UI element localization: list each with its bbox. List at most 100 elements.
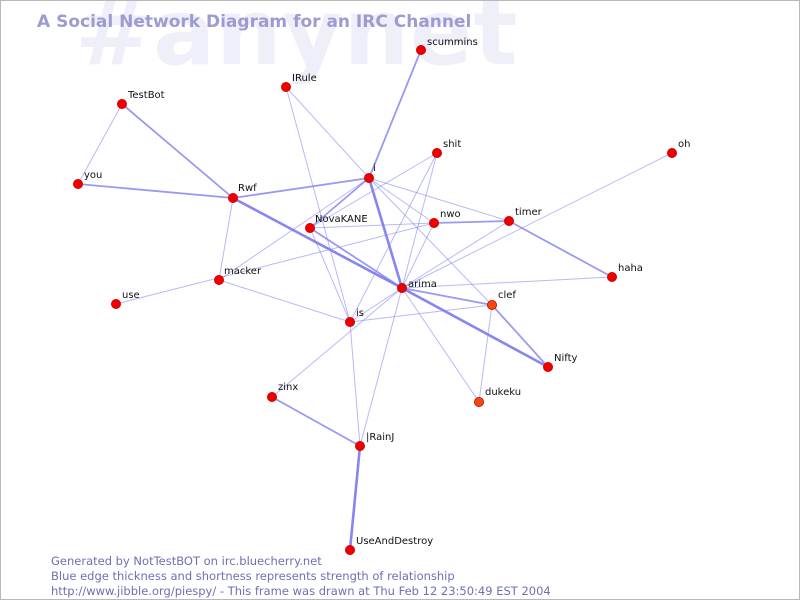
node-nifty: Nifty — [543, 353, 578, 372]
node-i: i — [363, 163, 376, 183]
edge-you-rwf — [77, 183, 234, 199]
node-label: TestBot — [127, 90, 165, 101]
node-timer: timer — [503, 207, 543, 226]
edge-shit-arima — [401, 152, 438, 289]
diagram-title: A Social Network Diagram for an IRC Chan… — [37, 12, 472, 32]
edge-rwf-i — [232, 177, 370, 199]
edge-novakane-arima — [309, 227, 403, 289]
node-label: clef — [498, 290, 516, 301]
edge-shit-novakane — [309, 152, 438, 229]
node-label: scummins — [427, 37, 478, 48]
node-dot — [431, 147, 442, 158]
edge-timer-arima — [401, 220, 510, 289]
node-arima: arima — [396, 279, 437, 293]
node-dot — [396, 282, 407, 293]
edge-layer — [77, 49, 673, 552]
node-dukeku: dukeku — [473, 387, 521, 407]
node-you: you — [73, 170, 102, 189]
node-dot — [473, 396, 484, 407]
node-haha: haha — [607, 263, 643, 282]
node-label: NovaKANE — [315, 214, 368, 225]
node-scummins: scummins — [415, 37, 478, 56]
channel-watermark: #anynet — [75, 0, 519, 86]
node-dot — [607, 271, 618, 282]
edge-shit-is — [349, 152, 438, 323]
node-dot — [266, 391, 277, 402]
footer: Generated by NotTestBOT on irc.bluecherr… — [51, 554, 551, 599]
node-dot — [344, 316, 355, 327]
node-dot — [363, 172, 374, 183]
node-dot — [213, 274, 224, 285]
edge-nwo-timer — [433, 220, 510, 224]
edge-rainj-useanddestroy — [348, 444, 362, 552]
node-label: i — [373, 163, 376, 174]
edge-arima-haha — [401, 276, 613, 289]
edge-arima-rainj — [359, 287, 403, 447]
edge-clef-dukeku — [478, 304, 493, 403]
node-nwo: nwo — [428, 209, 461, 228]
node-use: use — [111, 290, 140, 309]
edge-timer-haha — [508, 220, 613, 278]
edge-novakane-nwo — [309, 222, 435, 229]
node-label: UseAndDestroy — [356, 536, 433, 547]
node-macker: macker — [213, 266, 262, 285]
edge-zinx-rainj — [271, 396, 361, 447]
edge-arima-is — [349, 287, 403, 323]
node-clef: clef — [486, 290, 516, 310]
node-label: zinx — [278, 382, 298, 393]
footer-legend: Blue edge thickness and shortness repres… — [51, 569, 455, 583]
node-label: arima — [408, 279, 437, 290]
node-label: you — [84, 170, 102, 181]
node-rainj: |RainJ — [354, 432, 394, 451]
edge-macker-is — [218, 279, 351, 323]
node-label: macker — [224, 266, 262, 277]
node-dot — [117, 99, 128, 110]
node-label: oh — [678, 139, 690, 150]
node-dot — [667, 147, 678, 158]
node-rwf: Rwf — [227, 183, 257, 203]
edge-irule-is — [285, 86, 351, 323]
edge-testbot-rwf — [121, 103, 234, 199]
node-dot — [503, 215, 514, 226]
edge-i-nwo — [368, 177, 435, 224]
edge-rwf-macker — [218, 197, 234, 281]
node-label: use — [122, 290, 140, 301]
node-dot — [543, 361, 554, 372]
node-dot — [227, 192, 238, 203]
node-novakane: NovaKANE — [304, 214, 368, 233]
node-is: is — [344, 308, 364, 327]
node-testbot: TestBot — [117, 90, 165, 110]
node-label: dukeku — [485, 387, 521, 398]
edge-rwf-arima — [231, 196, 404, 290]
edge-i-clef — [368, 177, 493, 306]
node-dot — [280, 82, 291, 93]
node-dot — [486, 299, 497, 310]
edge-i-novakane — [309, 177, 370, 229]
node-dot — [415, 45, 426, 56]
node-dot — [344, 545, 355, 556]
edge-arima-zinx — [271, 287, 403, 398]
node-shit: shit — [431, 139, 461, 158]
edge-irule-i — [285, 86, 370, 179]
node-dot — [428, 217, 439, 228]
node-label: haha — [618, 263, 643, 274]
node-zinx: zinx — [266, 382, 298, 402]
edge-i-timer — [368, 177, 510, 222]
node-label: |RainJ — [366, 432, 394, 443]
edge-clef-nifty — [491, 304, 549, 368]
footer-generated-by: Generated by NotTestBOT on irc.bluecherr… — [51, 554, 322, 568]
edge-i-macker — [218, 177, 370, 281]
edge-testbot-you — [77, 103, 123, 185]
edge-arima-nifty — [400, 286, 550, 369]
edge-nwo-use — [115, 222, 435, 305]
node-label: shit — [443, 139, 461, 150]
edge-is-rainj — [349, 321, 361, 447]
node-label: Rwf — [238, 183, 257, 194]
node-dot — [111, 298, 122, 309]
node-irule: IRule — [280, 73, 317, 93]
node-label: Nifty — [554, 353, 578, 364]
node-label: nwo — [440, 209, 461, 220]
